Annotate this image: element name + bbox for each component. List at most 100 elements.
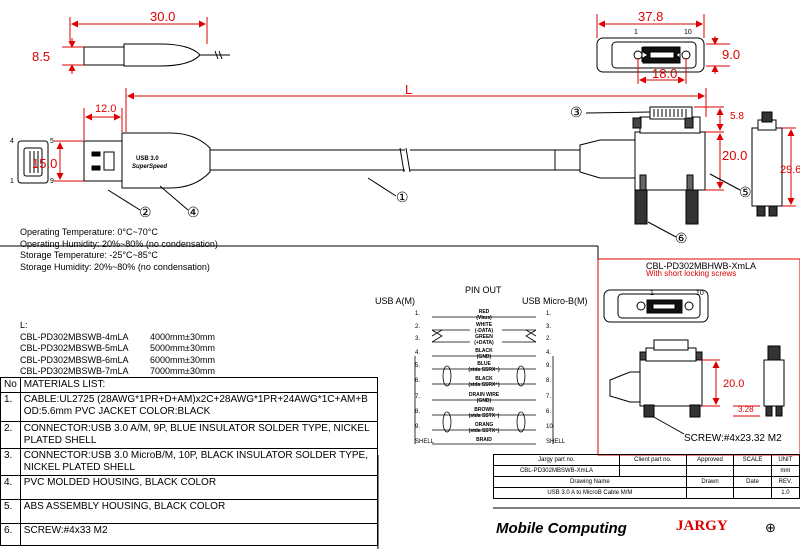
dim-37-8: 37.8 — [638, 9, 664, 24]
materials-no: 5. — [0, 499, 21, 524]
dim-29-6: 29.6 — [780, 164, 800, 176]
tb-part: CBL-PD302MBSWB-XmLA — [493, 465, 620, 477]
dim-9: 9.0 — [722, 47, 741, 62]
callout-2: ② — [139, 204, 152, 220]
pin-10-variant: 10 — [696, 290, 704, 297]
materials-head-title: MATERIALS LIST: — [19, 377, 379, 393]
sheet-borders — [0, 245, 800, 549]
microb-end-view — [751, 111, 783, 217]
pinout-wire-label: BLACK(stda SSRX⁺) — [468, 376, 500, 388]
pin-10-micro: 10 — [684, 29, 692, 36]
materials-text: CONNECTOR:USB 3.0 A/M, 9P, BLUE INSULATO… — [19, 421, 379, 449]
variant-end-view — [763, 345, 785, 417]
materials-text: CONNECTOR:USB 3.0 MicroB/M, 10P, BLACK I… — [19, 448, 379, 476]
variant-dim-3-28: 3.28 — [738, 405, 754, 414]
dim-18: 18.0 — [652, 66, 678, 81]
dim-lines-top-left — [62, 17, 208, 74]
usb-logo-text: USB 3.0 — [136, 156, 159, 162]
tb-rev: 1.0 — [770, 487, 800, 499]
spec-list: Operating Temperature: 0°C~70°C Operatin… — [20, 227, 218, 273]
tb-h-drawn: Drawn — [685, 476, 735, 488]
pinout-wire-label: BROWN(stda SSTX⁻) — [468, 407, 500, 419]
pinout-left-num: 1. — [415, 311, 421, 317]
variant-side-view — [609, 339, 703, 418]
length-label: L: — [20, 320, 28, 330]
logo-mobile-computing: Mobile Computing — [496, 520, 627, 537]
pinout-left-num: 9. — [415, 424, 421, 430]
pinout-wire-label: BLUE(stda SSRX⁻) — [468, 361, 500, 373]
pin-9: 9 — [50, 178, 54, 185]
pinout-title: PIN OUT — [465, 285, 502, 295]
materials-head-no: No — [0, 377, 21, 393]
pinout-left-num: 2. — [415, 324, 421, 330]
pinout-right-num: SHELL — [546, 439, 566, 445]
pinout-left-num: 8. — [415, 409, 421, 415]
usb-a-top-view — [83, 43, 230, 67]
tb-unit: mm — [770, 465, 800, 477]
variant-dim-20: 20.0 — [723, 378, 745, 390]
logo-jargy: JARGY — [676, 518, 728, 534]
pinout-wire-label: RED(Vbus) — [476, 309, 492, 321]
pinout-wire-label: GREEN(+DATA) — [474, 334, 494, 346]
materials-no: 6. — [0, 523, 21, 546]
pinout-left-num: 5. — [415, 363, 421, 369]
pinout-left-num: 7. — [415, 394, 421, 400]
pinout-left-num: 3. — [415, 336, 421, 342]
pinout-right-num: 4. — [546, 350, 552, 356]
variant-screw-label: SCREW:#4x23.32 M2 — [684, 433, 782, 444]
microb-side-view — [579, 106, 706, 225]
pinout-right-num: 1. — [546, 311, 552, 317]
materials-text: CABLE:UL2725 (28AWG*1PR+D+AM)x2C+28AWG*1… — [19, 392, 379, 422]
tb-h-scale: SCALE — [733, 454, 772, 466]
dim-lines-top-right — [596, 14, 730, 84]
variant-top-view — [603, 289, 709, 323]
callout-5: ⑤ — [739, 184, 752, 200]
pinout-right-num: 8. — [546, 378, 552, 384]
tb-h-approved: Approved — [685, 454, 735, 466]
pinout-wire-label: DRAIN WIRE(GND) — [468, 392, 500, 404]
pinout-left-num: SHELL — [415, 439, 435, 445]
pin-4: 4 — [10, 138, 14, 145]
tb-h-client: Client part no. — [618, 454, 687, 466]
microb-top-view — [596, 37, 705, 73]
callout-3: ③ — [570, 104, 583, 120]
tb-name: USB 3.0 A to MicroB Cable M/M — [493, 487, 687, 499]
pinout-wire-label: BLACK(GND) — [475, 348, 493, 360]
pin-1-variant: 1 — [650, 290, 654, 297]
pinout-right-num: 10. — [546, 424, 555, 430]
dim-30: 30.0 — [150, 9, 176, 24]
materials-no: 3. — [0, 448, 21, 476]
dim-L: L — [405, 82, 413, 97]
dim-5-8: 5.8 — [730, 111, 744, 122]
pinout-wire-label: WHITE(-DATA) — [474, 322, 494, 334]
dim-15: 15.0 — [32, 156, 58, 171]
spec-storage-temp: Storage Temperature: -25°C~85°C — [20, 250, 158, 260]
pinout-left-head: USB A(M) — [375, 296, 416, 306]
callout-6: ⑥ — [675, 230, 688, 246]
variant-subtitle: With short locking screws — [646, 269, 737, 278]
materials-no: 4. — [0, 475, 21, 500]
spec-storage-humidity: Storage Humidity: 20%~80% (no condensati… — [20, 261, 210, 272]
callout-1: ① — [396, 189, 409, 205]
tb-h-date: Date — [733, 476, 772, 488]
variant-dims — [702, 359, 760, 417]
tb-h-unit: UNIT — [770, 454, 800, 466]
materials-text: ABS ASSEMBLY HOUSING, BLACK COLOR — [19, 499, 379, 524]
pinout-left-num: 6. — [415, 378, 421, 384]
pinout-left-num: 4. — [415, 350, 421, 356]
pin-1: 1 — [10, 178, 14, 185]
tb-h-name: Drawing Name — [493, 476, 687, 488]
callout-leaders — [107, 111, 741, 238]
spec-op-humidity: Operating Humidity: 20%~80% (no condensa… — [20, 238, 218, 249]
dim-20: 20.0 — [722, 148, 748, 163]
dim-lines-main — [54, 88, 796, 207]
materials-text: SCREW:#4x33 M2 — [19, 523, 379, 546]
callout-4: ④ — [187, 204, 200, 220]
